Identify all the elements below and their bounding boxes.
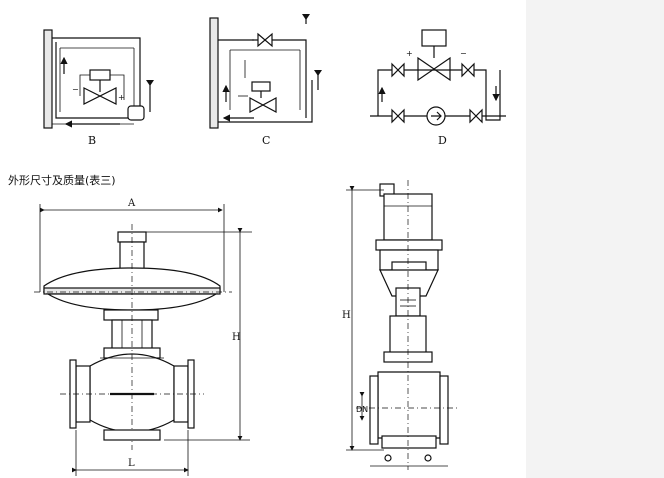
pump-box-b (127, 105, 145, 121)
actuator-c (251, 81, 271, 92)
label-d: D (438, 134, 447, 147)
valve-b (83, 87, 117, 105)
label-b: B (88, 134, 96, 147)
section-title: 外形尺寸及质量(表三) (8, 173, 116, 187)
dimension-l: L (128, 458, 135, 469)
loop-d (377, 69, 501, 121)
tank-wall-c (209, 17, 219, 129)
minus-sign: − (72, 85, 79, 94)
main-valve-d (417, 56, 451, 82)
pipe-top-b (52, 37, 141, 112)
valve-d-bottom-right (469, 108, 483, 124)
dimension-h-right: H (342, 310, 351, 321)
diagram-b: + − B (43, 29, 154, 147)
plus-sign-d: + (406, 49, 413, 58)
dimension-dn: DN (356, 405, 368, 414)
side-panel (526, 0, 664, 478)
plus-sign: + (118, 93, 125, 102)
valve-front-view: A (34, 198, 252, 476)
actuator-d (421, 29, 447, 47)
valve-c (249, 96, 277, 114)
side-yoke (379, 269, 439, 297)
pipe-top-c (218, 39, 307, 118)
upper-valve-c (257, 32, 273, 48)
valve-side-view: H DN (342, 180, 460, 470)
side-body (377, 371, 441, 439)
dimension-h-left: H (232, 332, 241, 343)
dimension-a: A (127, 198, 136, 209)
pipe-loop-b (55, 42, 128, 119)
valve-d-bottom-left (391, 108, 405, 124)
actuator-b (89, 69, 111, 81)
diagram-c: C (209, 14, 322, 147)
diagram-d: + − D (370, 29, 506, 147)
label-c: C (262, 134, 270, 147)
minus-sign-d: − (460, 49, 467, 58)
tank-wall-b (43, 29, 53, 129)
valve-d-right (461, 62, 475, 78)
valve-d-left (391, 62, 405, 78)
